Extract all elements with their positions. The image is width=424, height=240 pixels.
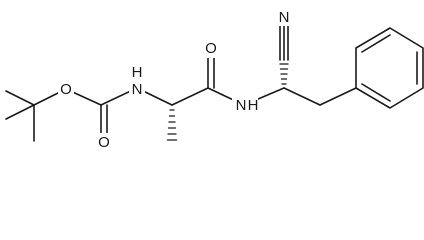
carbamate-group: [65, 87, 138, 137]
atom-n-nitrile: N: [279, 9, 290, 26]
atom-o-amide-carbonyl: O: [205, 40, 217, 57]
phenyl-ring: [355, 27, 424, 109]
atom-h-carbamate: H: [132, 64, 143, 81]
alanine-residue: [136, 57, 245, 141]
phenyl-inner-bond-3: [361, 83, 391, 102]
atom-labels: O O H N O N H N: [58, 8, 292, 151]
atom-h-amide: H: [248, 97, 259, 114]
bond-tbu-c3: [5, 104, 35, 120]
cyano-phenylethyl-group: [243, 25, 357, 106]
atom-n-amide: N: [236, 97, 247, 114]
bond-tbu-c2: [5, 90, 35, 106]
atom-o-ester: O: [60, 81, 72, 98]
hashed-wedge-methyl: [166, 109, 178, 141]
phenyl-ring-outline: [355, 27, 424, 109]
bond-ch2-phenyl: [319, 87, 357, 106]
tert-butyl-group: [5, 88, 67, 142]
chemical-structure: O O H N O N H N: [5, 8, 424, 151]
atom-n-carbamate: N: [132, 81, 143, 98]
hashed-wedge-nitrile: [279, 63, 289, 85]
atom-o-carbamate-carbonyl: O: [98, 134, 110, 151]
bond-alpha-carbonyl: [171, 87, 209, 106]
phenyl-inner-bond-1: [361, 34, 391, 53]
bond-chiral-ch2: [283, 87, 321, 106]
